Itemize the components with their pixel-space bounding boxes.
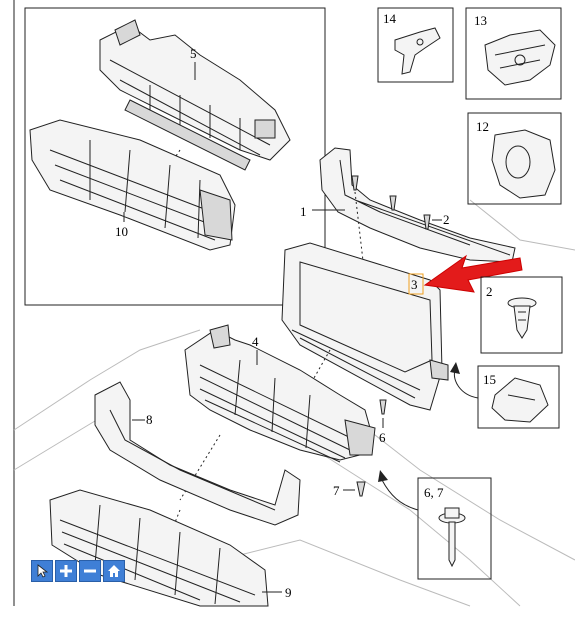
callout-3: 3 bbox=[411, 277, 418, 292]
zoom-toolbar bbox=[31, 560, 125, 582]
part-5-radiator-support bbox=[99, 19, 291, 171]
callout-2a: 2 bbox=[443, 212, 450, 227]
part-2-clip bbox=[507, 297, 537, 339]
callout-15: 15 bbox=[483, 372, 496, 387]
part-15-clip bbox=[491, 377, 549, 423]
home-button[interactable] bbox=[103, 560, 125, 582]
part-12-bracket bbox=[491, 129, 556, 199]
screw-7 bbox=[356, 481, 366, 497]
screws-2 bbox=[351, 175, 431, 230]
callout-6-7: 6, 7 bbox=[424, 485, 444, 500]
part-8-lower-bracket bbox=[94, 381, 301, 526]
callout-12: 12 bbox=[476, 119, 489, 134]
red-arrow-icon bbox=[423, 254, 523, 293]
car-outline bbox=[13, 199, 575, 607]
callout-9: 9 bbox=[285, 585, 292, 600]
home-icon bbox=[108, 565, 120, 577]
arrow-15-head bbox=[450, 362, 460, 374]
part-14-bracket bbox=[394, 27, 441, 75]
arrow-67-head bbox=[378, 470, 388, 482]
callout-3-highlight bbox=[408, 273, 424, 295]
callout-10: 10 bbox=[115, 224, 128, 239]
part-3-front-frame bbox=[281, 242, 449, 411]
arrow-15-line bbox=[453, 369, 479, 399]
box-12 bbox=[467, 112, 562, 205]
callout-4: 4 bbox=[252, 334, 259, 349]
cursor-icon bbox=[37, 564, 49, 578]
part-13-bracket bbox=[484, 29, 556, 86]
box-6-7 bbox=[417, 477, 492, 580]
select-button[interactable] bbox=[31, 560, 53, 582]
part-9-lower-grille bbox=[49, 489, 269, 607]
box-2 bbox=[480, 276, 563, 354]
part-10-air-duct bbox=[29, 119, 236, 251]
callout-2b: 2 bbox=[486, 284, 493, 299]
callout-6: 6 bbox=[379, 430, 386, 445]
part-4-grille bbox=[184, 324, 376, 463]
part-6-7-bolt bbox=[438, 507, 466, 568]
callout-1: 1 bbox=[300, 204, 307, 219]
screw-6 bbox=[379, 399, 387, 415]
arrow-67-line bbox=[381, 479, 419, 511]
callout-14: 14 bbox=[383, 11, 397, 26]
part-1-cross-member bbox=[319, 147, 516, 263]
box-15 bbox=[477, 365, 560, 429]
plus-icon bbox=[60, 565, 72, 577]
zoom-out-button[interactable] bbox=[79, 560, 101, 582]
zoom-in-button[interactable] bbox=[55, 560, 77, 582]
box-14 bbox=[377, 7, 454, 83]
callout-8: 8 bbox=[146, 412, 153, 427]
box-13 bbox=[465, 7, 562, 100]
callout-13: 13 bbox=[474, 13, 487, 28]
callout-7: 7 bbox=[333, 483, 340, 498]
minus-icon bbox=[84, 569, 96, 573]
callout-5: 5 bbox=[190, 46, 197, 61]
